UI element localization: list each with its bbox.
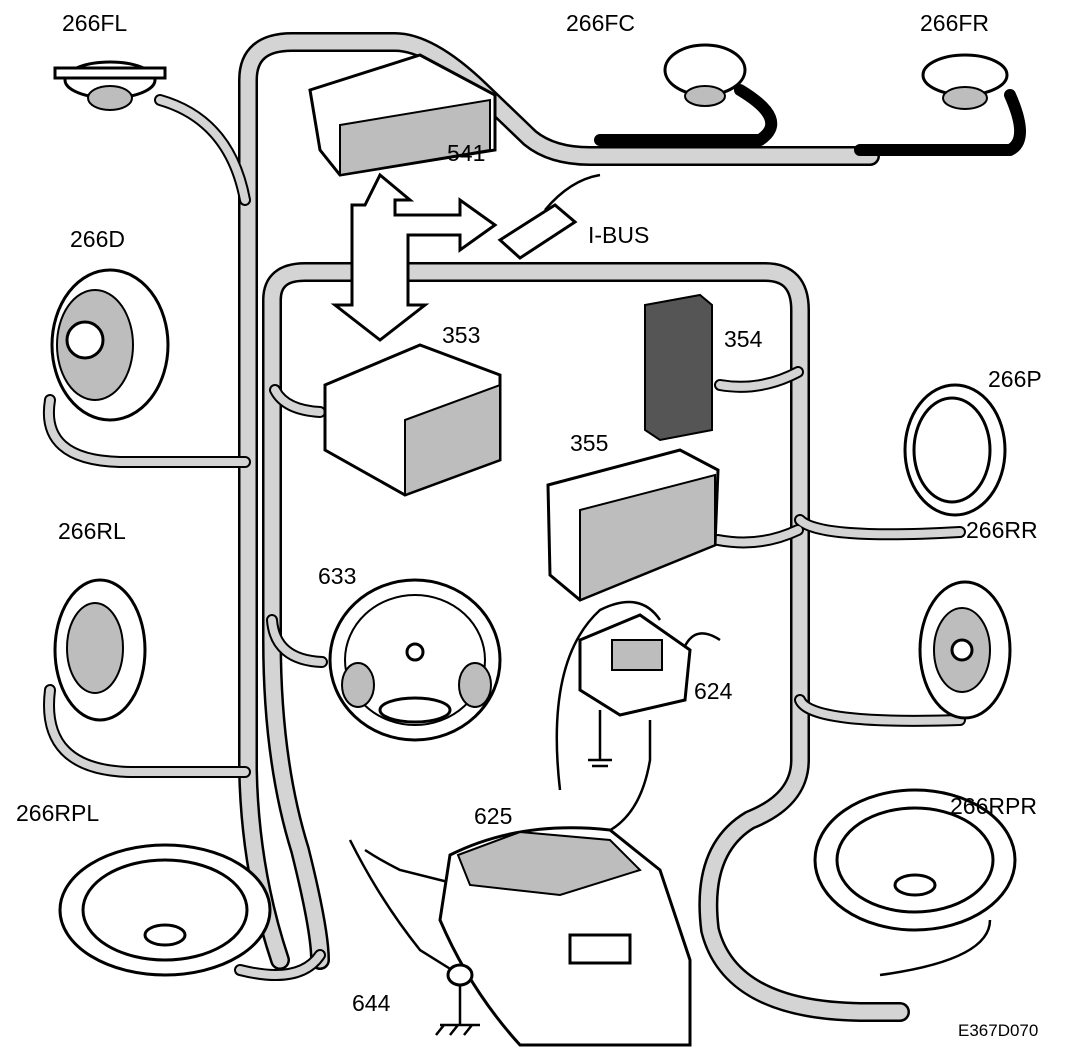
ibus-connector [497,173,601,260]
label-266P: 266P [988,366,1042,392]
label-355: 355 [570,430,609,456]
steering-wheel-633 [328,578,502,742]
wiring-harness [238,32,910,1022]
bus-arrows [330,172,498,342]
speaker-266RR [918,580,1012,720]
speaker-266FL [53,60,167,111]
label-266FR: 266FR [920,10,990,36]
speaker-266P [903,383,1007,517]
label-354: 354 [724,326,763,352]
label-625: 625 [474,803,513,829]
speaker-266RPR [813,788,1017,932]
label-541: 541 [447,140,486,166]
label-266FC: 266FC [566,10,636,36]
label-266RR: 266RR [966,517,1038,543]
label-ibus: I-BUS [588,222,650,248]
branch-wires [42,84,1026,981]
label-624: 624 [694,678,733,704]
ground-point-644 [435,963,480,1036]
antenna-amplifier-624 [578,613,692,768]
car-rear [438,826,692,1047]
figure-code: E367D070 [958,1021,1039,1040]
label-633: 633 [318,563,357,589]
speaker-266FC [663,43,747,107]
cd-changer-355 [546,448,720,602]
speaker-266RL [53,578,147,722]
speaker-266RPL [58,843,272,977]
label-266RPL: 266RPL [16,800,100,826]
label-266RPR: 266RPR [950,793,1037,819]
display-unit-541 [308,53,497,177]
label-266FL: 266FL [62,10,128,36]
speaker-266FR [921,53,1009,110]
label-266D: 266D [70,226,125,252]
amplifier-354 [644,293,713,442]
radio-unit-353 [323,343,502,497]
label-644: 644 [352,990,391,1016]
label-266RL: 266RL [58,518,126,544]
label-353: 353 [442,322,481,348]
speaker-266D [50,268,170,422]
